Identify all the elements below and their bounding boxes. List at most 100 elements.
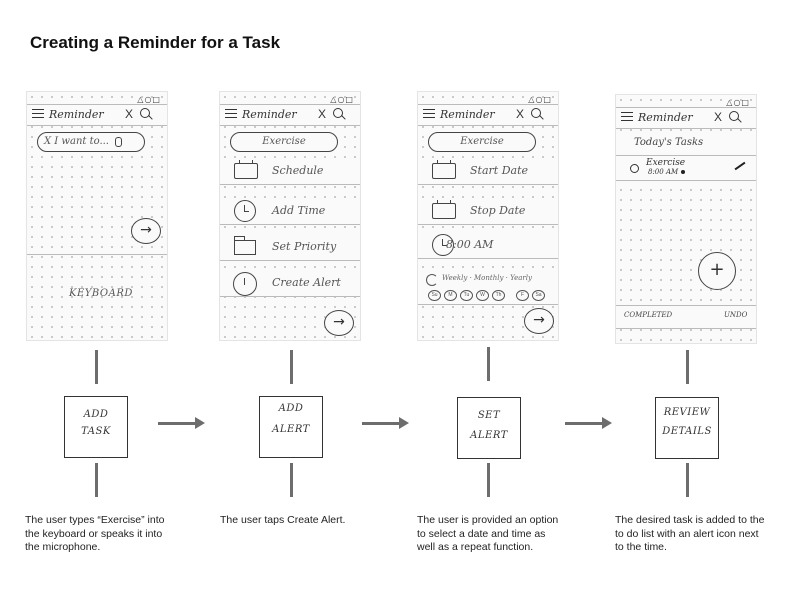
header-title: Reminder — [638, 111, 693, 124]
connector-line — [95, 350, 98, 384]
clock-icon — [432, 234, 454, 256]
alarm-clock-icon — [233, 272, 257, 296]
task-input-text: X I want to... — [44, 136, 109, 147]
caption-step-2: The user taps Create Alert. — [220, 514, 346, 526]
step-box-add-task: ADD TASK — [64, 396, 128, 458]
task-time-wrap: 8:00 AM — [648, 168, 686, 176]
screen-add-alert: △○□ Reminder X Exercise Schedule Add Tim… — [220, 92, 360, 340]
step-line-2: TASK — [81, 426, 111, 437]
status-bar-icons: △○□ — [330, 95, 354, 104]
section-title: Today's Tasks — [634, 137, 704, 148]
clock-icon — [234, 200, 256, 222]
connector-line — [95, 463, 98, 497]
row-label: Start Date — [470, 164, 528, 177]
section-header: Today's Tasks — [616, 131, 756, 156]
repeat-icon — [426, 274, 438, 286]
menu-icon[interactable] — [225, 109, 237, 119]
row-schedule[interactable]: Schedule — [220, 158, 360, 185]
app-header: Reminder X — [616, 107, 756, 129]
row-label: Schedule — [272, 164, 324, 177]
flag-icon — [234, 236, 256, 255]
step-box-set-alert: SET ALERT — [457, 397, 521, 459]
completed-tab[interactable]: COMPLETED — [624, 311, 673, 319]
header-title: Reminder — [242, 108, 297, 121]
add-task-button[interactable]: + — [698, 252, 736, 290]
alert-icon — [681, 170, 686, 174]
task-row[interactable]: Exercise 8:00 AM — [616, 156, 756, 181]
next-arrow-button[interactable]: → — [131, 218, 161, 244]
caption-step-4: The desired task is added to the to do l… — [615, 514, 765, 553]
step-box-review-details: REVIEW DETAILS — [655, 397, 719, 459]
step-line-1: ADD — [278, 403, 304, 414]
keyboard-divider — [27, 254, 167, 255]
row-start-date[interactable]: Start Date — [418, 158, 558, 185]
flow-arrow — [362, 417, 409, 429]
day-button[interactable]: Sa — [532, 290, 545, 301]
search-icon[interactable] — [531, 108, 541, 118]
next-arrow-button[interactable]: → — [524, 308, 554, 334]
next-arrow-button[interactable]: → — [324, 310, 354, 336]
day-button[interactable]: Th — [492, 290, 505, 301]
undo-button[interactable]: UNDO — [724, 311, 748, 319]
screen-set-alert: △○□ Reminder X Exercise Start Date Stop … — [418, 92, 558, 340]
edit-icon[interactable] — [734, 161, 746, 171]
calendar-icon — [234, 160, 258, 179]
repeat-options[interactable]: Weekly · Monthly · Yearly — [442, 274, 532, 282]
complete-checkbox[interactable] — [630, 164, 639, 173]
close-icon[interactable]: X — [516, 107, 525, 121]
repeat-section: Weekly · Monthly · Yearly Su M Tu W Th F… — [418, 270, 558, 305]
app-header: Reminder X — [27, 104, 167, 126]
status-bar-icons: △○□ — [528, 95, 552, 104]
status-bar-icons: △○□ — [137, 95, 161, 104]
page-title: Creating a Reminder for a Task — [30, 33, 281, 52]
menu-icon[interactable] — [32, 109, 44, 119]
day-button[interactable]: Tu — [460, 290, 473, 301]
menu-icon[interactable] — [621, 112, 633, 122]
day-picker: Su M Tu W Th F Sa — [428, 290, 552, 301]
connector-line — [686, 463, 689, 497]
keyboard-area[interactable]: KEYBOARD — [69, 288, 133, 299]
footer-bar: COMPLETED UNDO — [616, 305, 756, 329]
row-alert-time[interactable]: 8:00 AM — [418, 232, 558, 259]
status-bar-icons: △○□ — [726, 98, 750, 107]
step-line-1: REVIEW — [663, 407, 711, 418]
step-line-1: SET — [477, 410, 501, 421]
row-set-priority[interactable]: Set Priority — [220, 234, 360, 261]
connector-line — [487, 463, 490, 497]
caption-step-1: The user types “Exercise” into the keybo… — [25, 514, 165, 553]
app-header: Reminder X — [220, 104, 360, 126]
row-label: Set Priority — [272, 240, 337, 253]
caption-step-3: The user is provided an option to select… — [417, 514, 559, 553]
row-label: Create Alert — [272, 276, 341, 289]
task-input[interactable]: X I want to... — [37, 132, 145, 152]
close-icon[interactable]: X — [318, 107, 327, 121]
day-button[interactable]: M — [444, 290, 457, 301]
screen-review-details: △○□ Reminder X Today's Tasks Exercise 8:… — [616, 95, 756, 343]
day-button[interactable]: Su — [428, 290, 441, 301]
task-name-field[interactable]: Exercise — [230, 132, 338, 152]
connector-line — [290, 463, 293, 497]
screen-add-task: △○□ Reminder X X I want to... → KEYBOARD — [27, 92, 167, 340]
row-add-time[interactable]: Add Time — [220, 198, 360, 225]
search-icon[interactable] — [140, 108, 150, 118]
row-stop-date[interactable]: Stop Date — [418, 198, 558, 225]
task-time: 8:00 AM — [648, 168, 679, 176]
step-line-1: ADD — [83, 409, 109, 420]
microphone-icon[interactable] — [115, 136, 123, 147]
calendar-icon — [432, 160, 456, 179]
app-header: Reminder X — [418, 104, 558, 126]
search-icon[interactable] — [333, 108, 343, 118]
close-icon[interactable]: X — [125, 107, 134, 121]
row-create-alert[interactable]: Create Alert — [220, 270, 360, 297]
close-icon[interactable]: X — [714, 110, 723, 124]
connector-line — [290, 350, 293, 384]
search-icon[interactable] — [729, 111, 739, 121]
row-label: Stop Date — [470, 204, 526, 217]
repeat-row: Weekly · Monthly · Yearly — [418, 274, 558, 286]
task-name-field[interactable]: Exercise — [428, 132, 536, 152]
day-button[interactable]: W — [476, 290, 489, 301]
day-button[interactable]: F — [516, 290, 529, 301]
row-label: 8:00 AM — [446, 238, 494, 251]
calendar-icon — [432, 200, 456, 219]
menu-icon[interactable] — [423, 109, 435, 119]
